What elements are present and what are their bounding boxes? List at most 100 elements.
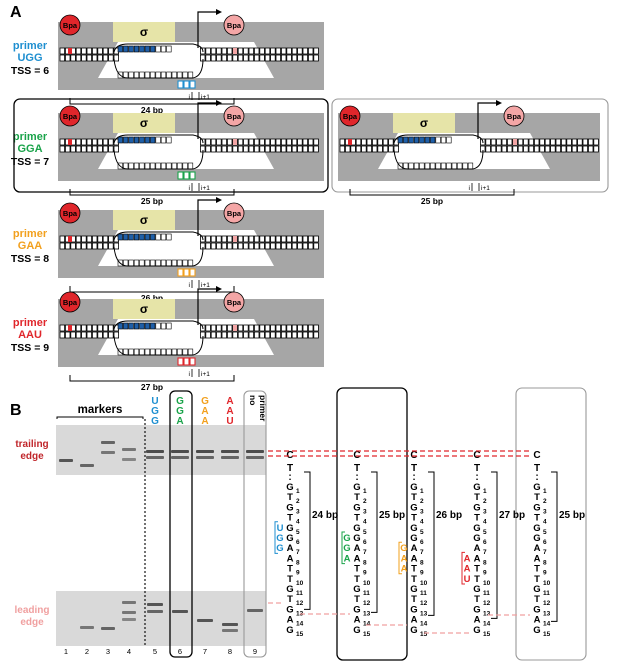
crosslink-upstream-mark <box>68 325 72 331</box>
i1-label: i+1 <box>201 282 210 289</box>
template-base <box>144 348 150 356</box>
dna-top-base <box>275 235 281 243</box>
dna-bottom-base <box>588 145 594 153</box>
dna-top-base <box>102 138 109 146</box>
dna-bottom-base <box>205 54 211 62</box>
dna-bottom-base <box>248 331 254 339</box>
dna-bottom-base <box>264 145 271 153</box>
bubble-outline-bottom <box>113 58 204 79</box>
base-index: 4 <box>363 519 367 526</box>
dna-bottom-base <box>248 54 254 62</box>
sequence-base: T <box>287 513 293 524</box>
dna-top-base <box>313 324 319 332</box>
dna-top-base <box>210 138 217 146</box>
dna-top-base <box>313 138 319 146</box>
nontemplate-base <box>128 45 134 53</box>
dna-top-base <box>59 47 65 55</box>
dna-bottom-base <box>377 145 383 153</box>
dna-bottom-base <box>275 331 281 339</box>
sequence-base: T <box>354 574 360 585</box>
sequence-base: G <box>353 604 360 615</box>
gel-band <box>246 450 264 453</box>
dna-top-base <box>307 138 314 146</box>
nontemplate-base <box>166 136 172 144</box>
dna-top-base <box>571 138 578 146</box>
primer-base-box <box>189 80 196 89</box>
nontemplate-base <box>155 45 161 53</box>
ladder-spacing-label: 24 bp <box>312 510 338 521</box>
base-index: 1 <box>363 488 367 495</box>
dna-bottom-base <box>275 242 281 250</box>
dna-top-base <box>355 138 362 146</box>
nontemplate-base <box>117 45 123 53</box>
base-index: 14 <box>483 621 491 628</box>
dna-top-base <box>243 324 249 332</box>
sequence-base: T <box>534 513 540 524</box>
spacing-label: 25 bp <box>141 196 163 206</box>
gel-band <box>101 451 115 454</box>
sequence-base: A <box>354 543 361 554</box>
dna-bottom-base <box>555 145 561 153</box>
dna-bottom-base <box>506 145 513 153</box>
sequence-base: A <box>287 543 294 554</box>
dna-bottom-base <box>216 54 222 62</box>
sequence-base: G <box>410 533 417 544</box>
dna-bottom-base <box>264 242 271 250</box>
nontemplate-base <box>128 233 134 241</box>
base-index: 1 <box>483 488 487 495</box>
dna-top-base <box>297 138 303 146</box>
spacing-bracket <box>551 471 558 622</box>
dna-top-base <box>286 47 292 55</box>
base-index: 8 <box>296 559 300 566</box>
ladder-spacing-label: 25 bp <box>379 510 405 521</box>
dna-top-base <box>490 138 497 146</box>
dna-top-base <box>221 47 227 55</box>
dna-bottom-base <box>291 54 298 62</box>
dna-top-base <box>226 138 233 146</box>
dna-top-base <box>280 324 287 332</box>
dna-bottom-base <box>371 145 378 153</box>
dna-bottom-base <box>539 145 545 153</box>
dna-top-base <box>221 138 227 146</box>
template-base <box>139 162 145 170</box>
dna-bottom-base <box>65 242 71 250</box>
bpa-upstream-label: Bpa <box>63 21 78 30</box>
dna-top-base <box>216 138 222 146</box>
dna-bottom-base <box>270 331 276 339</box>
sequence-base: G <box>533 604 540 615</box>
primer-sequence: GGA <box>17 143 42 155</box>
dna-bottom-base <box>221 54 227 62</box>
dna-top-base <box>81 324 87 332</box>
nontemplate-base <box>166 233 172 241</box>
dna-top-base <box>253 235 260 243</box>
tss-arrow-head <box>216 100 222 106</box>
dna-top-base <box>102 47 109 55</box>
dna-bottom-base <box>243 242 249 250</box>
primer-letter: A <box>464 564 471 575</box>
dna-top-base <box>237 47 244 55</box>
base-index: 6 <box>363 539 367 546</box>
template-base <box>462 162 468 170</box>
lane-number: 6 <box>178 647 182 656</box>
sequence-base: T <box>287 492 293 503</box>
sequence-base: A <box>474 543 481 554</box>
nontemplate-base <box>128 322 134 330</box>
dna-top-base <box>264 324 271 332</box>
bpa-downstream-circle <box>223 14 245 36</box>
nontemplate-base <box>160 233 167 241</box>
dna-top-base <box>75 324 82 332</box>
primer-letter: A <box>401 564 408 575</box>
dna-top-base <box>377 138 383 146</box>
dna-bottom-base <box>232 331 238 339</box>
i-label: i <box>189 282 190 289</box>
primer-base-box <box>183 268 190 277</box>
nontemplate-base <box>403 136 409 144</box>
template-base <box>144 71 150 79</box>
sequence-base: G <box>410 502 417 513</box>
dna-bottom-base <box>97 331 103 339</box>
dna-bottom-base <box>270 145 276 153</box>
lane-number: 4 <box>127 647 131 656</box>
dna-bottom-base <box>70 145 76 153</box>
bubble-outline-top <box>113 43 204 53</box>
